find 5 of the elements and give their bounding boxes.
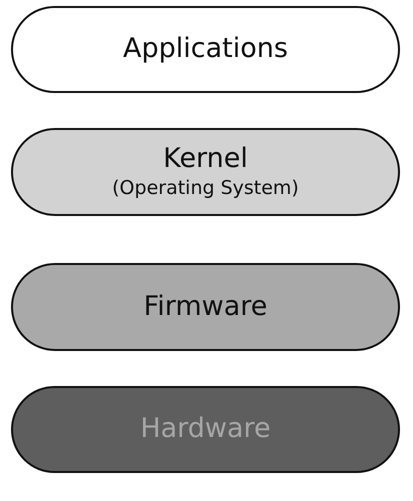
layer-subtitle: (Operating System)	[112, 176, 299, 201]
layer-title: Applications	[123, 33, 288, 66]
layer-title: Firmware	[144, 290, 268, 324]
layer-title: Kernel	[163, 143, 248, 176]
layer-title: Hardware	[140, 413, 271, 446]
